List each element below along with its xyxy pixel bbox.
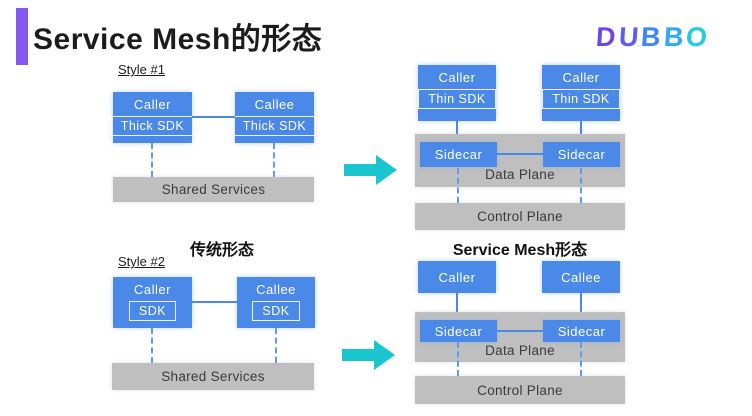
caller-label: Caller — [134, 282, 171, 297]
control-plane-label: Control Plane — [477, 382, 563, 398]
data-plane-label: Data Plane — [485, 343, 555, 358]
shared-services-band: Shared Services — [113, 177, 314, 202]
caller-label: Caller — [438, 70, 476, 85]
connector-line — [192, 301, 237, 303]
mesh2-callee-box: Callee — [542, 261, 620, 293]
connector-line — [497, 153, 543, 155]
mesh1-caller-left-box: Caller Thin SDK — [418, 65, 496, 121]
sidecar-label: Sidecar — [434, 323, 483, 339]
traditional-heading: 传统形态 — [189, 242, 254, 259]
sdk-label: SDK — [252, 301, 300, 321]
thin-sdk-label: Thin SDK — [542, 89, 620, 109]
sidecar-box: Sidecar — [543, 320, 620, 342]
logo-letter: O — [684, 22, 712, 52]
arrow-right-icon — [342, 340, 395, 370]
sidecar-box: Sidecar — [543, 142, 620, 167]
mesh2-caller-box: Caller — [418, 261, 496, 293]
callee-label: Callee — [254, 97, 295, 112]
style2-callee-box: Callee SDK — [237, 277, 315, 328]
style1-caller-box: Caller Thick SDK — [110, 92, 195, 143]
arrow-right-icon — [344, 155, 397, 185]
logo-letter: D — [594, 22, 620, 52]
connector-line — [580, 293, 582, 320]
dashed-connector — [275, 328, 277, 363]
connector-line — [456, 121, 458, 142]
sdk-label: SDK — [128, 301, 177, 321]
callee-label: Callee — [256, 282, 296, 297]
style1-label: Style #1 — [118, 62, 165, 77]
caller-label: Caller — [134, 97, 171, 112]
shared-services-label: Shared Services — [161, 182, 266, 197]
control-plane-band: Control Plane — [415, 203, 625, 230]
connector-line — [456, 293, 458, 320]
mesh1-caller-right-box: Caller Thin SDK — [542, 65, 620, 121]
caller-label: Caller — [562, 70, 600, 85]
dashed-connector — [457, 168, 459, 203]
logo-letter: B — [662, 22, 688, 52]
dashed-connector — [580, 168, 582, 203]
dashed-connector — [580, 342, 582, 376]
sidecar-label: Sidecar — [557, 323, 606, 339]
logo-letter: B — [639, 22, 665, 52]
dubbo-logo: DUBBO — [594, 22, 712, 53]
callee-label: Callee — [561, 269, 601, 285]
thick-sdk-label: Thick SDK — [110, 116, 195, 136]
caller-label: Caller — [438, 269, 476, 285]
control-plane-band: Control Plane — [415, 376, 625, 404]
title-accent-bar — [16, 8, 28, 65]
style1-callee-box: Callee Thick SDK — [232, 92, 317, 143]
dashed-connector — [457, 342, 459, 376]
logo-letter: U — [617, 22, 643, 52]
sidecar-box: Sidecar — [420, 142, 497, 167]
thick-sdk-label: Thick SDK — [232, 116, 317, 136]
style2-caller-box: Caller SDK — [113, 277, 192, 328]
shared-services-label: Shared Services — [161, 369, 265, 384]
data-plane-label: Data Plane — [485, 167, 555, 182]
connector-line — [580, 121, 582, 142]
dashed-connector — [151, 143, 153, 177]
shared-services-band: Shared Services — [112, 363, 314, 390]
service-mesh-heading: Service Mesh形态 — [452, 242, 588, 259]
dashed-connector — [273, 143, 275, 177]
page-title: Service Mesh的形态 — [33, 23, 323, 56]
style2-label: Style #2 — [118, 254, 165, 269]
connector-line — [192, 116, 235, 118]
sidecar-box: Sidecar — [420, 320, 497, 342]
control-plane-label: Control Plane — [477, 209, 563, 224]
thin-sdk-label: Thin SDK — [418, 89, 496, 109]
dashed-connector — [151, 328, 153, 363]
connector-line — [497, 330, 543, 332]
sidecar-label: Sidecar — [434, 147, 483, 162]
sidecar-label: Sidecar — [557, 147, 606, 162]
